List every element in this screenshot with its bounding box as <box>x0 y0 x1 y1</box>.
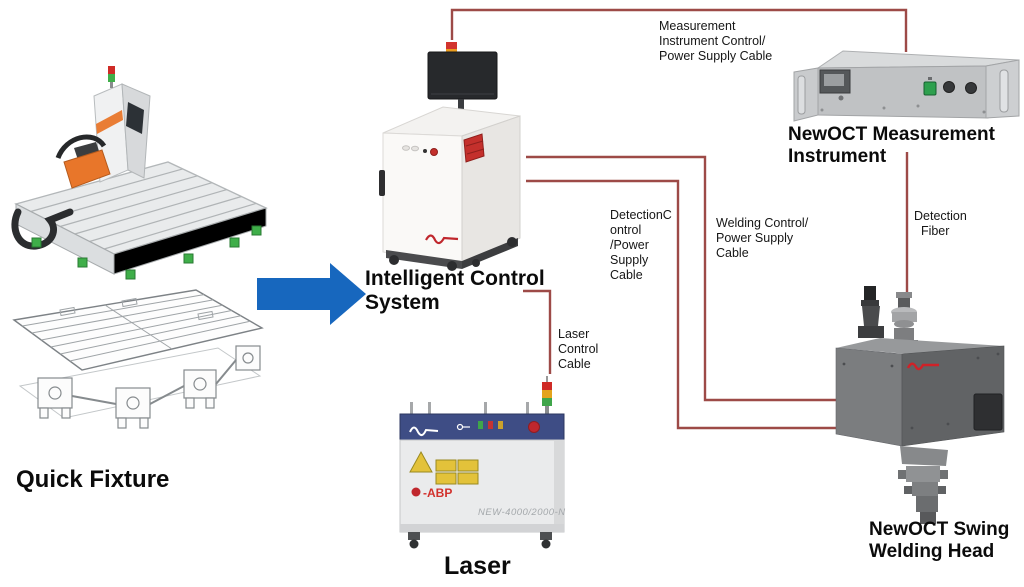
warning-labels <box>435 459 479 485</box>
detection-fiber-label: Detection Fiber <box>914 209 967 238</box>
quick-fixture-machine-illustration <box>11 66 268 280</box>
control-cabinet-illustration <box>379 42 521 271</box>
laser-casters <box>408 532 552 549</box>
welding-head-label: NewOCT Swing Welding Head <box>869 519 1010 562</box>
fixture-plate <box>12 289 264 371</box>
head-side-block <box>973 393 1003 431</box>
head-nozzle <box>898 446 948 524</box>
orange-stripe <box>96 110 123 134</box>
abp-badge: -ABP <box>423 486 452 500</box>
instrument-knob <box>965 82 977 94</box>
measurement-instrument-label: NewOCT Measurement Instrument <box>788 124 995 167</box>
cabinet-monitor <box>427 51 498 100</box>
quick-fixture-label: Quick Fixture <box>16 466 170 493</box>
quick-fixture-plate-illustration <box>12 289 264 429</box>
warning-triangle-icon <box>409 450 433 473</box>
machine-feet <box>31 225 262 280</box>
laser-top-posts <box>410 402 529 414</box>
cabinet-power-button <box>430 148 438 156</box>
intelligent-control-system-label: Intelligent Control System <box>365 267 545 314</box>
cabinet-red-handle <box>463 133 485 163</box>
flow-arrow-icon <box>257 263 366 325</box>
brand-logo-icon <box>409 426 439 436</box>
head-front <box>835 347 903 447</box>
laser-model-text: NEW-4000/2000-N <box>478 507 566 518</box>
laser-label: Laser <box>444 552 511 580</box>
welding-cable-label: Welding Control/ Power Supply Cable <box>716 216 809 260</box>
laser-cable-line <box>523 289 552 374</box>
instrument-screws <box>820 104 986 114</box>
abp-dot-icon <box>411 487 421 497</box>
instrument-green-button <box>923 81 937 96</box>
cabinet-tower-light-icon <box>446 42 457 49</box>
head-fiber-connector <box>858 286 884 338</box>
laser-cable-label: Laser Control Cable <box>558 327 599 371</box>
cabinet-front <box>382 132 463 264</box>
fixture-clamps <box>37 345 261 429</box>
measurement-cable-label: Measurement Instrument Control/ Power Su… <box>659 19 773 63</box>
instrument-knob <box>943 81 955 93</box>
feeder-handle <box>55 134 107 160</box>
cabinet-casters <box>389 237 517 271</box>
measurement-cable-line <box>450 8 908 52</box>
machine-tower-light-icon <box>108 66 115 74</box>
welding-cable-line <box>526 155 838 402</box>
welding-head-illustration <box>835 286 1005 524</box>
laser-unit-illustration: -ABP NEW-4000/2000-N <box>399 376 566 549</box>
instrument-right-handle <box>999 69 1009 113</box>
wire-feeder-unit <box>63 149 111 189</box>
detection-cable-label: DetectionC ontrol /Power Supply Cable <box>610 208 672 282</box>
brand-logo-icon <box>906 362 939 371</box>
instrument-left-handle <box>797 75 806 115</box>
laser-tower-light-icon <box>542 382 552 390</box>
machine-screen <box>126 102 144 134</box>
laser-body <box>399 439 565 533</box>
laser-emblem-icon <box>528 421 540 433</box>
head-screws <box>842 352 1000 430</box>
measurement-instrument-illustration <box>793 50 1020 122</box>
brand-logo-icon <box>425 234 459 245</box>
detection-cable-line <box>526 179 838 430</box>
cabinet-door-handle <box>379 170 385 196</box>
